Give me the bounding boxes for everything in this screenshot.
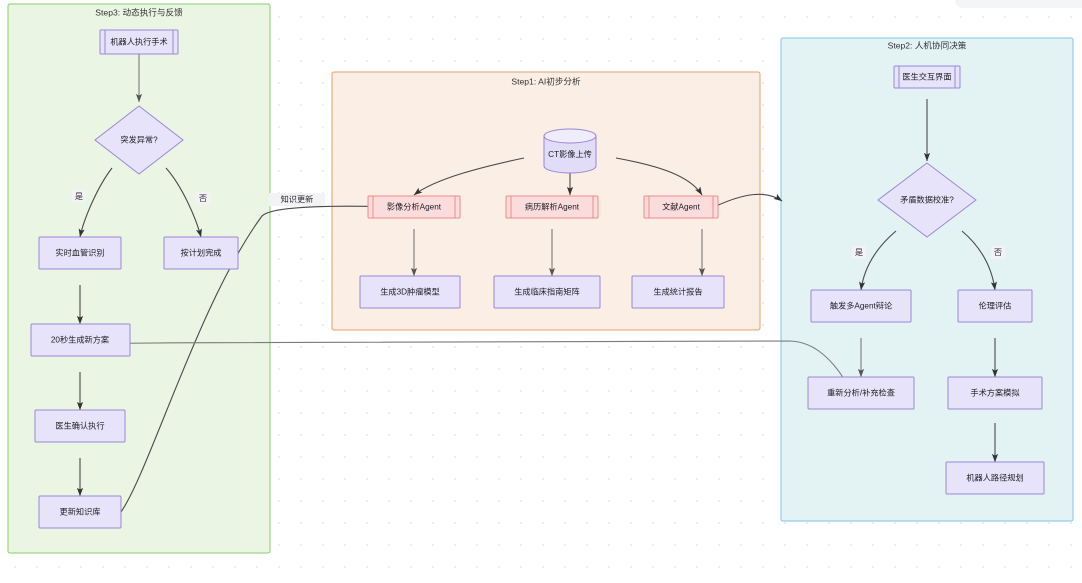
node-img-agent[interactable]: 影像分析Agent	[367, 195, 461, 219]
group-step1-title: Step1: AI初步分析	[511, 75, 581, 86]
node-new-plan-20s-label: 20秒生成新方案	[51, 335, 109, 345]
edge-ct-to-lit-agent	[615, 157, 703, 196]
node-doctor-confirm-label: 医生确认执行	[55, 421, 104, 431]
group-step2-title: Step2: 人机协同决策	[888, 39, 967, 50]
node-record-agent[interactable]: 病历解析Agent	[505, 195, 599, 219]
node-plan-complete-label: 按计划完成	[181, 248, 222, 258]
node-sudden-abnormal[interactable]: 突发异常?	[94, 105, 184, 175]
node-doctor-ui[interactable]: 医生交互界面	[893, 65, 961, 89]
node-doctor-ui-label: 医生交互界面	[902, 72, 951, 82]
node-guide-matrix-label: 生成临床指南矩阵	[514, 287, 580, 297]
edge-label-yes-right: 是	[855, 248, 863, 257]
node-reanalyze-label: 重新分析/补充检查	[827, 388, 895, 398]
node-ct-upload-label: CT影像上传	[548, 149, 592, 159]
node-tumor-3d-label: 生成3D肿瘤模型	[380, 287, 440, 297]
node-stat-report-label: 生成统计报告	[653, 287, 702, 297]
edge-ct-to-img-agent	[413, 157, 525, 196]
node-doctor-confirm[interactable]: 医生确认执行	[34, 409, 126, 443]
node-robot-surgery[interactable]: 机器人执行手术	[99, 29, 179, 55]
edge-labels: 是 否 知识更新 是 否	[72, 190, 1005, 259]
node-path-planning-label: 机器人路径规划	[966, 473, 1023, 483]
node-reanalyze[interactable]: 重新分析/补充检查	[807, 376, 915, 410]
node-robot-surgery-label: 机器人执行手术	[110, 37, 167, 47]
node-vessel-id-label: 实时血管识别	[55, 248, 104, 258]
node-path-planning[interactable]: 机器人路径规划	[945, 461, 1045, 495]
node-conflict-check-label: 矛盾数据校准?	[900, 195, 954, 205]
edge-label-yes-left: 是	[75, 192, 83, 201]
node-ethics-eval[interactable]: 伦理评估	[957, 289, 1033, 323]
node-update-kb-label: 更新知识库	[60, 507, 101, 517]
edge-label-no-left: 否	[199, 194, 207, 203]
edge-label-knowledge-update: 知识更新	[281, 194, 314, 204]
node-surgery-sim[interactable]: 手术方案模拟	[947, 376, 1043, 410]
edges-step1	[410, 157, 783, 277]
toolbar-artifact	[955, 0, 1082, 8]
node-lit-agent-label: 文献Agent	[662, 202, 700, 212]
group-step3-title: Step3: 动态执行与反馈	[95, 6, 183, 17]
node-ethics-eval-label: 伦理评估	[979, 301, 1012, 311]
edge-step1-to-step2	[713, 193, 783, 208]
node-record-agent-label: 病历解析Agent	[525, 202, 580, 212]
node-plan-complete[interactable]: 按计划完成	[163, 236, 239, 270]
node-update-kb[interactable]: 更新知识库	[38, 495, 122, 529]
node-img-agent-label: 影像分析Agent	[387, 202, 442, 212]
node-multi-agent-label: 触发多Agent辩论	[830, 301, 892, 311]
edge-label-no-right: 否	[994, 248, 1002, 257]
node-surgery-sim-label: 手术方案模拟	[970, 388, 1019, 398]
node-tumor-3d[interactable]: 生成3D肿瘤模型	[359, 275, 461, 309]
edge-abnormal-no	[165, 167, 202, 238]
edge-conflict-no	[961, 230, 997, 291]
node-sudden-abnormal-label: 突发异常?	[120, 135, 158, 145]
edge-abnormal-yes	[78, 167, 113, 238]
node-new-plan-20s[interactable]: 20秒生成新方案	[30, 323, 131, 357]
node-guide-matrix[interactable]: 生成临床指南矩阵	[493, 275, 601, 309]
node-lit-agent[interactable]: 文献Agent	[643, 195, 719, 219]
node-stat-report[interactable]: 生成统计报告	[631, 275, 725, 309]
node-ct-upload[interactable]: CT影像上传	[543, 128, 597, 174]
node-conflict-check[interactable]: 矛盾数据校准?	[877, 162, 977, 238]
node-vessel-id[interactable]: 实时血管识别	[38, 236, 122, 270]
node-multi-agent[interactable]: 触发多Agent辩论	[810, 289, 912, 323]
edge-conflict-yes	[859, 230, 897, 291]
